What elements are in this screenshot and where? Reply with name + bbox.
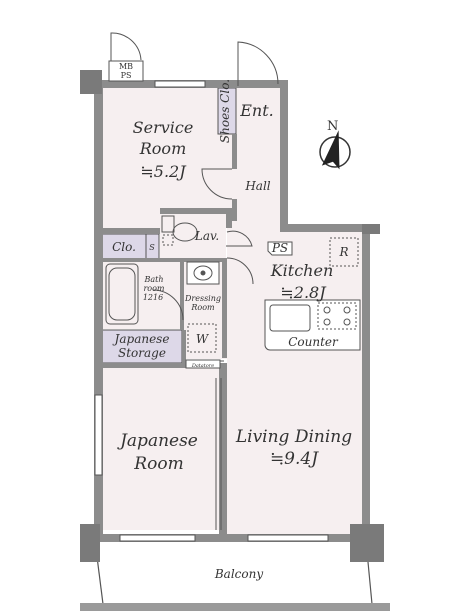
service-room-floor (99, 88, 236, 228)
lavatory-floor (160, 214, 226, 258)
service-room-name-2: Room (139, 139, 186, 158)
wall-column (80, 70, 102, 94)
japanese-room-name-2: Room (133, 454, 183, 474)
wardrobe-box (187, 323, 217, 353)
japanese-storage-name-1: Japanese (112, 332, 170, 346)
pipe-space-kitchen-label: PS (271, 241, 288, 255)
refrigerator-label: R (338, 245, 348, 259)
balcony-label: Balcony (214, 567, 263, 581)
kitchen-name: Kitchen (270, 261, 334, 280)
entrance-label: Ent. (239, 101, 274, 120)
kitchen-door (226, 257, 254, 285)
bathroom-name-1: Bath (143, 275, 163, 284)
pipe-space-label: PS (121, 71, 132, 80)
dressing-room-name-1: Dressing (184, 294, 221, 303)
wall-column (350, 524, 384, 562)
shoes-closet-label: Shoes Clo. (218, 79, 232, 143)
compass: N (319, 119, 351, 170)
bathroom-floor (103, 259, 183, 329)
wardrobe-label: W (196, 332, 210, 346)
kitchen-size: ≒2.8J (280, 283, 327, 302)
datatore-label: Datatore (191, 363, 214, 369)
small-storage-label: S (149, 243, 155, 252)
doors (110, 32, 279, 321)
japanese-room-floor (103, 368, 219, 530)
compass-label: N (327, 119, 338, 134)
pipe-space-box (267, 241, 293, 256)
toilet-bowl (172, 222, 198, 242)
bathroom-model: 1216 (143, 293, 163, 302)
service-room-name-1: Service (133, 118, 194, 137)
service-room-door (201, 168, 233, 200)
window-service-room (154, 80, 206, 88)
window-japanese-side (94, 394, 103, 476)
bathroom-fixtures (105, 215, 220, 353)
dressing-room-name-2: Room (190, 303, 215, 312)
wall-column (362, 224, 380, 234)
window-japanese-room (119, 534, 196, 542)
japanese-storage-name-2: Storage (118, 346, 166, 360)
dressing-door (152, 289, 184, 321)
toilet-tank (161, 215, 175, 233)
japanese-storage-box (101, 329, 183, 364)
entrance-door (237, 41, 279, 86)
storage-fills (101, 87, 237, 364)
interior-walls (103, 134, 237, 368)
hall-label: Hall (244, 179, 270, 193)
lavatory-label: Lav. (194, 229, 219, 243)
sink (269, 304, 311, 332)
living-dining-size: ≒9.4J (270, 449, 319, 469)
japanese-room-name-1: Japanese (117, 431, 198, 451)
meter-box-door (110, 32, 142, 62)
counter-label: Counter (288, 335, 339, 349)
refrigerator-box (329, 237, 359, 267)
living-dining-floor (227, 358, 362, 538)
bathtub (105, 263, 139, 325)
service-room-size: ≒5.2J (140, 162, 187, 181)
living-dining-name: Living Dining (235, 427, 352, 447)
meter-box: MB PS (108, 60, 144, 82)
window-living-dining (247, 534, 329, 542)
datatore-box (185, 359, 221, 369)
kitchen-fixtures (185, 237, 361, 369)
entrance-floor (236, 87, 280, 134)
windows (94, 80, 329, 542)
closet-label: Clo. (112, 240, 136, 254)
north-arrow-icon (321, 130, 340, 170)
labels: Service Room ≒5.2J Shoes Clo. Ent. Hall … (112, 79, 353, 581)
meter-box-label: MB (119, 62, 133, 71)
bathroom-name-2: room (143, 284, 164, 293)
wall-column (80, 524, 100, 562)
